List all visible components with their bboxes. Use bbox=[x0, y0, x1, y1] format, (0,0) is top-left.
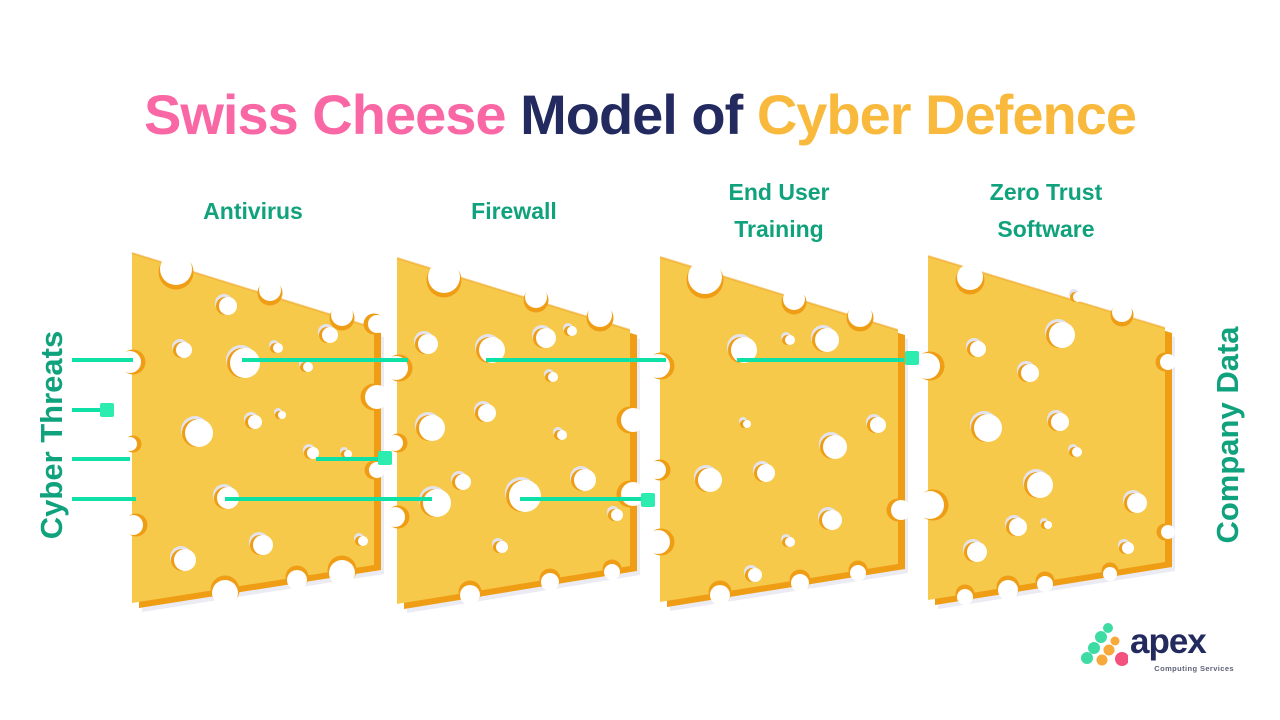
threat-line-4 bbox=[72, 493, 655, 507]
apex-logo-tagline: Computing Services bbox=[1154, 664, 1234, 673]
title-swiss-cheese: Swiss Cheese bbox=[143, 82, 521, 146]
layer-label-antivirus: Antivirus bbox=[203, 197, 303, 224]
apex-logo: apex Computing Services bbox=[1078, 618, 1238, 680]
title-model-of: Model of bbox=[520, 82, 757, 146]
title-cyber-defence: Cyber Defence bbox=[756, 82, 1137, 146]
blocked-marker-4 bbox=[641, 493, 655, 507]
blocked-marker-1 bbox=[905, 351, 919, 365]
layer-label-end-user-training: End User Training bbox=[728, 179, 830, 242]
blocked-marker-3 bbox=[378, 451, 392, 465]
apex-logo-mark-icon bbox=[1081, 623, 1128, 666]
apex-logo-text: apex bbox=[1130, 622, 1207, 661]
cyber-threats-label: Cyber Threats bbox=[34, 330, 69, 540]
threat-line-3 bbox=[72, 451, 392, 465]
company-data-label: Company Data bbox=[1210, 326, 1245, 544]
layer-label-firewall: Firewall bbox=[471, 197, 557, 224]
threat-line-1 bbox=[72, 351, 919, 365]
cheese-slice-zero-trust-software bbox=[914, 255, 1176, 609]
blocked-marker-2 bbox=[100, 403, 114, 417]
layer-label-zero-trust-software: Zero Trust Software bbox=[989, 179, 1103, 242]
threat-line-2 bbox=[72, 403, 114, 417]
cheese-slice-antivirus bbox=[119, 252, 389, 612]
cheese-slice-end-user-training bbox=[646, 256, 911, 611]
page-title: Swiss Cheese Model of Cyber Defence bbox=[0, 82, 1280, 147]
cheese-slice-firewall bbox=[384, 257, 645, 613]
